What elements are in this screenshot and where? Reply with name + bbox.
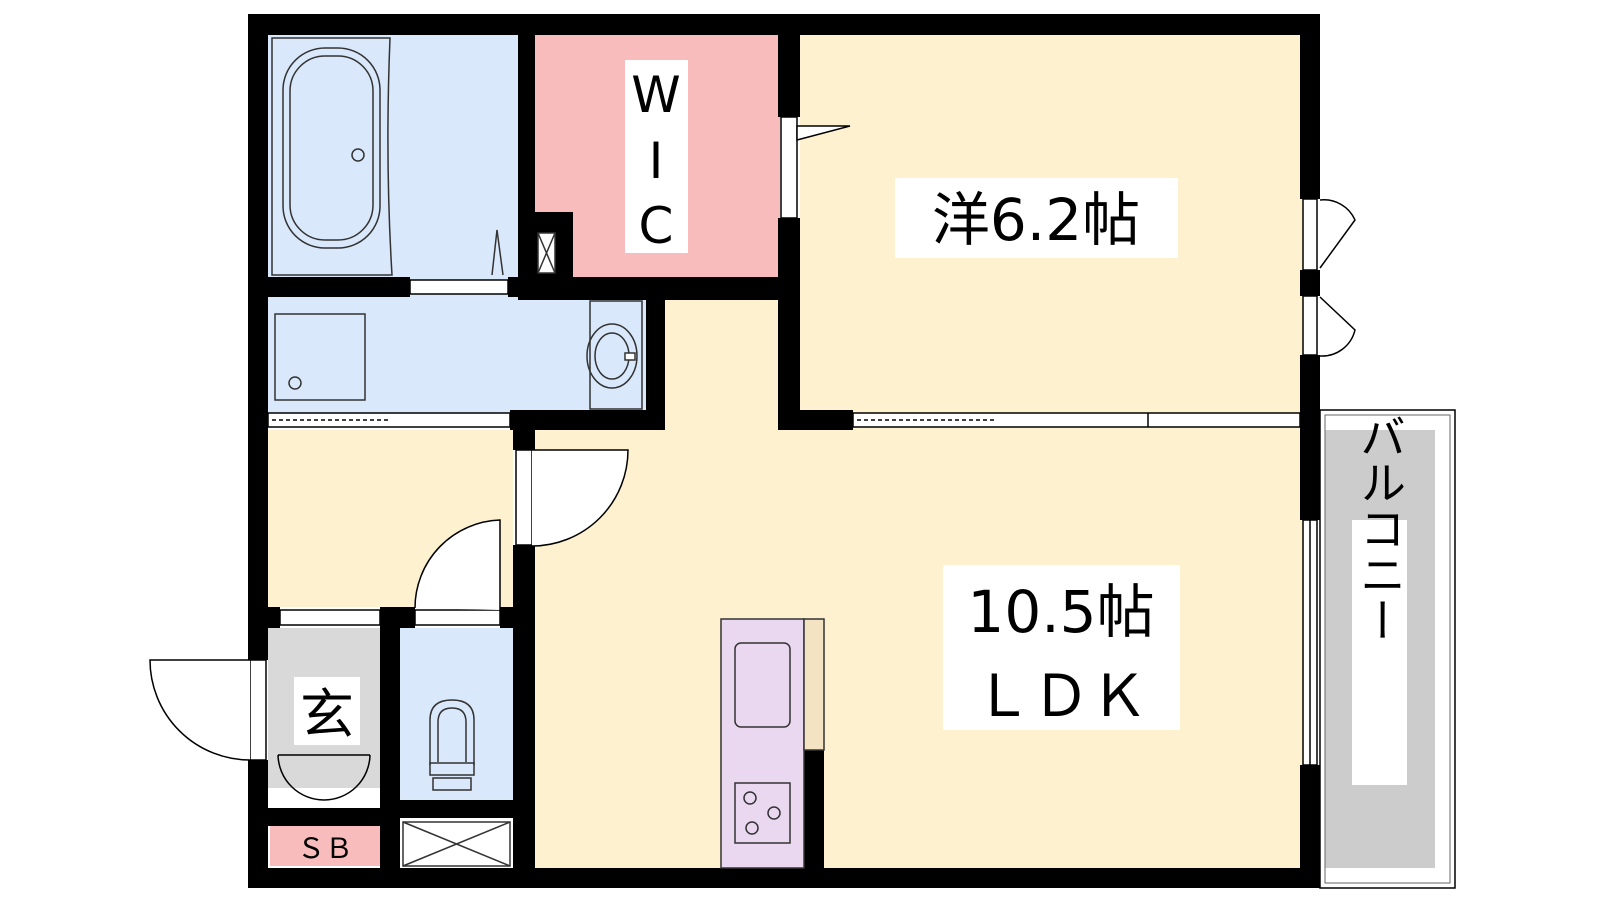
wall-wash-bottom [510, 410, 665, 430]
wall-wic-western-upper [778, 35, 800, 117]
bathtub [271, 37, 504, 276]
ldk-label-bg [943, 565, 1180, 730]
outer-wall-left-lower [248, 760, 268, 888]
sliding-door-western [852, 412, 1301, 428]
wall-toilet-bottom [400, 800, 513, 818]
walls [248, 14, 1320, 888]
western-room-label: 洋6.2帖 [932, 186, 1140, 254]
ldk-type-label: ＬＤＫ [974, 662, 1148, 730]
ldk-floor-upper [665, 300, 780, 430]
entrance-door-swing [149, 659, 251, 761]
shoe-box-label: ＳＢ [297, 832, 353, 865]
wall-hall-bottom-left [268, 607, 280, 628]
wic-label-w: W [631, 66, 680, 124]
labels: 洋6.2帖 10.5帖 ＬＤＫ W I C 玄 ＳＢ バルコニー [294, 60, 1407, 865]
toilet-fixture [429, 699, 475, 791]
toilet-floor [400, 628, 513, 800]
wash-basin [586, 300, 643, 410]
kitchen-counter [720, 618, 825, 869]
hall-door-frame [515, 449, 533, 546]
outer-wall-right-lower [1300, 355, 1320, 520]
wall-western-bottom-left [778, 410, 853, 430]
outer-wall-top [248, 14, 1320, 35]
wic-label-bg [625, 60, 688, 253]
western-label-bg [895, 178, 1178, 258]
wall-hall-bottom-right [500, 607, 520, 628]
stove [734, 782, 791, 844]
outer-wall-right-mid [1300, 270, 1320, 296]
entrance-hall-frame [279, 609, 381, 626]
wall-wic-western-lower [778, 218, 800, 430]
door-swings [149, 125, 1356, 801]
outer-wall-left-upper [248, 14, 268, 660]
outer-wall-right-bottom [1300, 765, 1320, 888]
shoe-cabinet-doors [277, 754, 371, 801]
sliding-door-washroom [267, 412, 511, 428]
wall-kitchen-right [804, 750, 824, 868]
wic-door-swing [796, 125, 851, 141]
toilet-door-swing [414, 519, 501, 610]
wall-bath-bottom-right [508, 277, 538, 297]
room-fills [268, 35, 1435, 870]
wall-wash-right [646, 297, 665, 430]
wall-entrance-sb [268, 808, 380, 826]
wall-wic-bottom [518, 277, 780, 300]
wic-label-i: I [649, 132, 664, 190]
wall-bath-bottom-left [268, 277, 410, 297]
western-window-swing-2 [1319, 296, 1356, 357]
hall-door-swing [531, 449, 629, 547]
wic-label-c: C [639, 197, 674, 255]
wic-door-frame [780, 116, 798, 219]
wall-hall-right-upper [513, 410, 535, 450]
ldk-size-label: 10.5帖 [967, 578, 1154, 646]
washroom-floor [268, 297, 646, 415]
outer-wall-right-top [1300, 14, 1320, 199]
wall-hall-bottom-mid [380, 607, 415, 628]
wall-toilet-left [380, 607, 400, 888]
wall-hall-right-lower [513, 545, 535, 888]
window-western-right-2 [1302, 295, 1318, 356]
entrance-door-frame [249, 659, 267, 761]
window-bath-bottom [409, 279, 509, 295]
kitchen-sink [734, 642, 791, 728]
window-western-right-1 [1302, 198, 1318, 271]
balcony-label-bg [1352, 520, 1407, 785]
pipe-space [537, 232, 556, 274]
western-window-swing-1 [1319, 199, 1356, 269]
toilet-door-frame [414, 609, 501, 626]
washing-machine-pan [274, 313, 366, 401]
entrance-label: 玄 [300, 683, 354, 746]
openings [249, 116, 1318, 766]
storage-cross [402, 821, 511, 867]
outer-wall-bottom [248, 868, 1320, 888]
fixtures [271, 37, 1456, 889]
balcony-rail [1319, 409, 1456, 889]
wall-bath-wic [518, 35, 535, 297]
balcony-label: バルコニー [1353, 413, 1407, 643]
shoe-box-floor [270, 826, 380, 866]
entrance-label-bg [294, 677, 360, 745]
